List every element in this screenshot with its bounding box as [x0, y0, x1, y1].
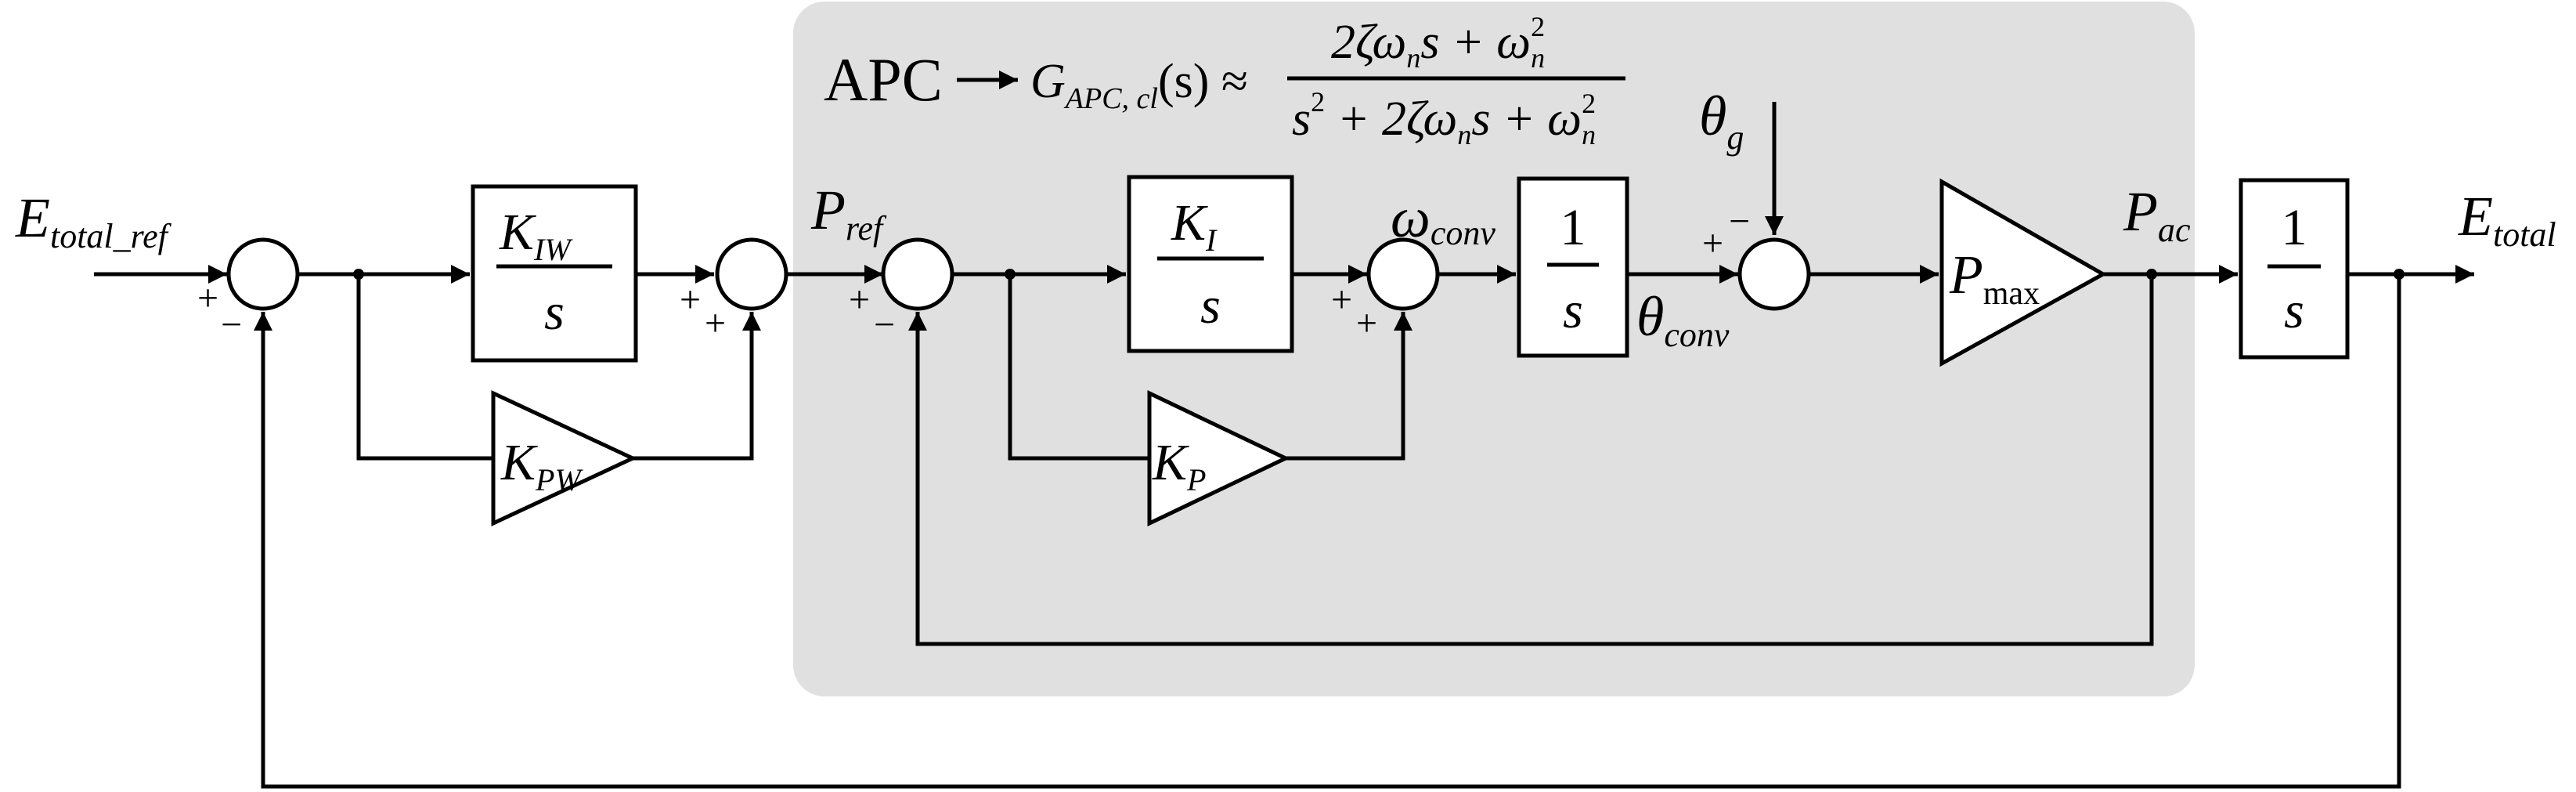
apc-label: APC	[824, 45, 943, 114]
svg-text:+: +	[1331, 279, 1352, 320]
svg-text:2ζωns + ωn2: 2ζωns + ωn2	[1331, 11, 1545, 74]
svg-text:−: −	[221, 304, 242, 345]
label-pac: Pac	[2123, 180, 2191, 249]
svg-text:1: 1	[1560, 199, 1586, 256]
svg-text:−: −	[874, 304, 895, 345]
label-theta-g: θg	[1699, 85, 1744, 157]
svg-text:1: 1	[2282, 199, 2307, 256]
svg-text:KIW: KIW	[499, 204, 573, 267]
kiw-integrator-block: KIW s	[471, 184, 638, 363]
signal-wires	[94, 102, 2474, 789]
svg-text:KI: KI	[1171, 194, 1218, 258]
sum-junction-5	[1737, 237, 1811, 311]
svg-text:+: +	[680, 279, 701, 320]
svg-text:+: +	[197, 277, 218, 319]
label-pref: Pref	[810, 179, 887, 248]
sum-junction-4	[1366, 237, 1440, 311]
kpw-gain-block: KPW	[491, 390, 637, 526]
svg-text:s: s	[1563, 282, 1583, 339]
svg-text:+: +	[1356, 302, 1377, 344]
label-etotal: Etotal	[2458, 185, 2556, 254]
kp-gain-block: KP	[1147, 390, 1290, 526]
svg-text:Pmax: Pmax	[1949, 245, 2040, 312]
label-omega-conv: ωconv	[1391, 186, 1495, 252]
svg-text:+: +	[1702, 222, 1723, 264]
junction-dots	[353, 269, 2405, 280]
svg-text:KP: KP	[1152, 434, 1206, 497]
svg-text:−: −	[1729, 201, 1750, 242]
svg-text:s: s	[2284, 282, 2304, 339]
sum-junction-2	[715, 237, 788, 311]
pmax-gain-block: Pmax	[1939, 178, 2108, 367]
energy-integrator-block: 1 s	[2239, 178, 2350, 360]
svg-text:GAPC, cl(s) ≈: GAPC, cl(s) ≈	[1030, 55, 1248, 115]
svg-text:s2 + 2ζωns + ωn2: s2 + 2ζωns + ωn2	[1292, 86, 1596, 150]
label-etotal-ref: Etotal_ref	[15, 186, 172, 255]
sum-junction-3	[881, 237, 954, 311]
apc-transfer-function: APC GAPC, cl(s) ≈ 2ζωns + ωn2 s2 + 2ζωns…	[824, 11, 1625, 150]
svg-text:+: +	[849, 279, 870, 320]
sum-junction-1	[226, 237, 300, 311]
svg-text:+: +	[705, 302, 726, 344]
label-theta-conv: θconv	[1636, 285, 1730, 354]
svg-text:KPW: KPW	[500, 434, 583, 497]
svg-text:s: s	[1200, 277, 1221, 335]
svg-text:s: s	[544, 284, 565, 341]
junction-signs: + − + + + − + + + −	[197, 201, 1750, 345]
ki-integrator-block: KI s	[1127, 175, 1294, 353]
theta-integrator-block: 1 s	[1517, 176, 1629, 358]
